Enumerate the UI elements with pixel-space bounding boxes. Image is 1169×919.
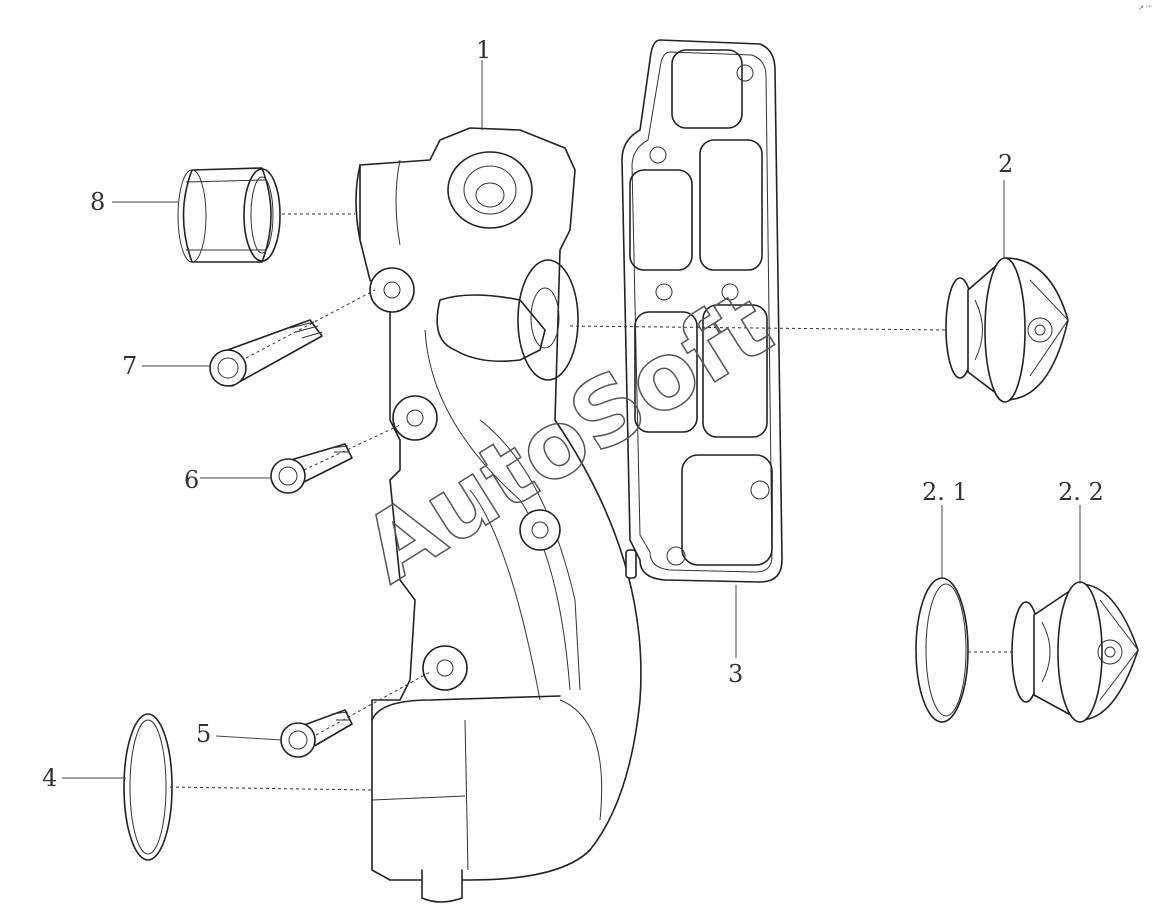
callout-4: 4 (42, 764, 57, 792)
sealing-ring-part-2-1 (915, 577, 969, 723)
thermostat-housing-part-1 (355, 127, 642, 903)
callout-3: 3 (728, 660, 743, 688)
thermostat-part-2 (945, 257, 1069, 403)
corner-mark: ↗ ⁿⁿ (1138, 4, 1152, 12)
alignment-lines (169, 213, 1014, 791)
callout-2: 2 (998, 150, 1013, 178)
callout-1: 1 (476, 36, 491, 64)
bolt-part-7 (209, 319, 323, 387)
callout-labels: 1 2 2. 1 2. 2 3 4 5 6 7 8 (42, 36, 1104, 792)
thermostat-part-2-2 (1011, 581, 1139, 723)
o-ring-part-4 (123, 713, 173, 861)
bolt-part-6 (270, 443, 353, 494)
callout-2-2: 2. 2 (1058, 478, 1104, 506)
leader-lines (62, 60, 1081, 779)
callout-6: 6 (184, 466, 199, 494)
callout-7: 7 (122, 352, 137, 380)
bolt-part-5 (280, 709, 353, 758)
callout-2-1: 2. 1 (922, 478, 968, 506)
pipe-sleeve-part-8 (177, 167, 281, 263)
callout-8: 8 (90, 188, 105, 216)
gasket-part-3 (621, 39, 783, 583)
callout-5: 5 (196, 720, 211, 748)
